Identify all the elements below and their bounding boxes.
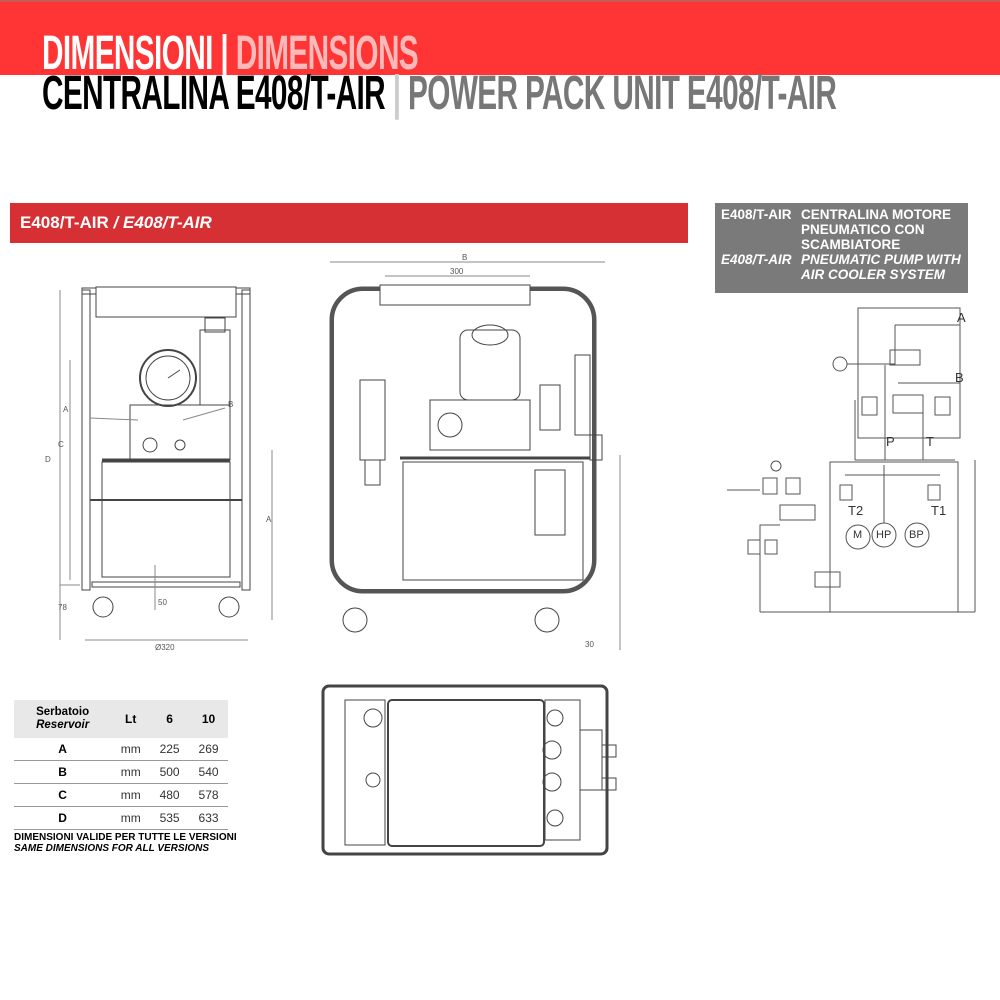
label-t1: T1	[931, 503, 947, 518]
cell-dim: A	[14, 738, 112, 761]
dim-label-diameter: Ø320	[155, 643, 175, 652]
dim-label-50: 50	[158, 598, 167, 607]
header-reservoir-en: Reservoir	[36, 719, 90, 731]
dim-label-d: D	[45, 455, 51, 464]
desc-text-en: PNEUMATIC PUMP WITH AIR COOLER SYSTEM	[801, 252, 961, 282]
cell-10: 578	[189, 783, 228, 807]
dim-label-a: A	[266, 515, 272, 524]
cell-10: 269	[189, 738, 228, 761]
title-divider: |	[220, 27, 229, 80]
title-en: DIMENSIONS	[235, 27, 419, 80]
port-label-a: A	[957, 310, 966, 325]
footnote: DIMENSIONI VALIDE PER TUTTE LE VERSIONI …	[14, 832, 237, 854]
cell-dim: C	[14, 783, 112, 807]
header-unit: Lt	[111, 700, 151, 738]
footnote-en: SAME DIMENSIONS FOR ALL VERSIONS	[14, 843, 210, 854]
cell-6: 500	[150, 760, 190, 784]
top-view-drawing	[321, 684, 617, 856]
cell-10: 540	[189, 760, 228, 784]
desc-code-en: E408/T-AIR	[721, 252, 792, 267]
hp-pump-label: HP	[876, 529, 892, 541]
cell-unit: mm	[111, 738, 151, 761]
dim-label-30: 30	[585, 640, 594, 649]
dim-label-side-b: B	[462, 253, 468, 262]
cell-dim: D	[14, 806, 112, 830]
cell-10: 633	[189, 806, 228, 830]
port-label-b: B	[955, 370, 964, 385]
header-reservoir-it: Serbatoio	[36, 706, 90, 718]
cell-6: 225	[150, 738, 190, 761]
label-t2: T2	[848, 503, 864, 518]
port-label-p: P	[886, 434, 895, 449]
cell-unit: mm	[111, 783, 151, 807]
cell-6: 480	[150, 783, 190, 807]
subtitle-divider: |	[392, 67, 401, 120]
section-label-en: E408/T-AIR	[122, 213, 212, 232]
footnote-it: DIMENSIONI VALIDE PER TUTTE LE VERSIONI	[14, 832, 237, 843]
title-it: DIMENSIONI	[42, 27, 213, 80]
dim-label-c: C	[58, 440, 64, 449]
header-band	[0, 0, 1000, 75]
description-box: E408/T-AIR CENTRALINA MOTORE PNEUMATICO C…	[715, 203, 968, 293]
cell-dim: B	[14, 760, 112, 784]
header-6lt: 6	[150, 700, 190, 738]
dim-label-78: 78	[58, 603, 67, 612]
cell-unit: mm	[111, 760, 151, 784]
cell-6: 535	[150, 806, 190, 830]
subtitle-en: POWER PACK UNIT E408/T-AIR	[408, 67, 837, 120]
desc-text-it: CENTRALINA MOTORE PNEUMATICO CON SCAMBIA…	[801, 207, 951, 252]
side-view-drawing	[329, 261, 621, 650]
cell-unit: mm	[111, 806, 151, 830]
desc-code-it: E408/T-AIR	[721, 207, 792, 222]
bp-pump-label: BP	[909, 529, 924, 541]
dim-label-b-pointer: B	[228, 400, 234, 409]
port-label-t: T	[926, 434, 934, 449]
header-10lt: 10	[189, 700, 228, 738]
motor-label: M	[853, 529, 863, 541]
page-title: DIMENSIONI | DIMENSIONS	[42, 30, 649, 78]
front-view-drawing	[59, 286, 273, 641]
dim-label-a-pointer: A	[63, 405, 69, 414]
page-subtitle: CENTRALINA E408/T-AIR | POWER PACK UNIT …	[42, 70, 1000, 118]
dim-label-300: 300	[450, 267, 464, 276]
section-label-it: E408/T-AIR	[20, 213, 109, 232]
section-separator: /	[108, 213, 123, 232]
hydraulic-schematic	[727, 307, 976, 613]
subtitle-it: CENTRALINA E408/T-AIR	[42, 67, 386, 120]
section-header: E408/T-AIR / E408/T-AIR	[10, 203, 688, 243]
